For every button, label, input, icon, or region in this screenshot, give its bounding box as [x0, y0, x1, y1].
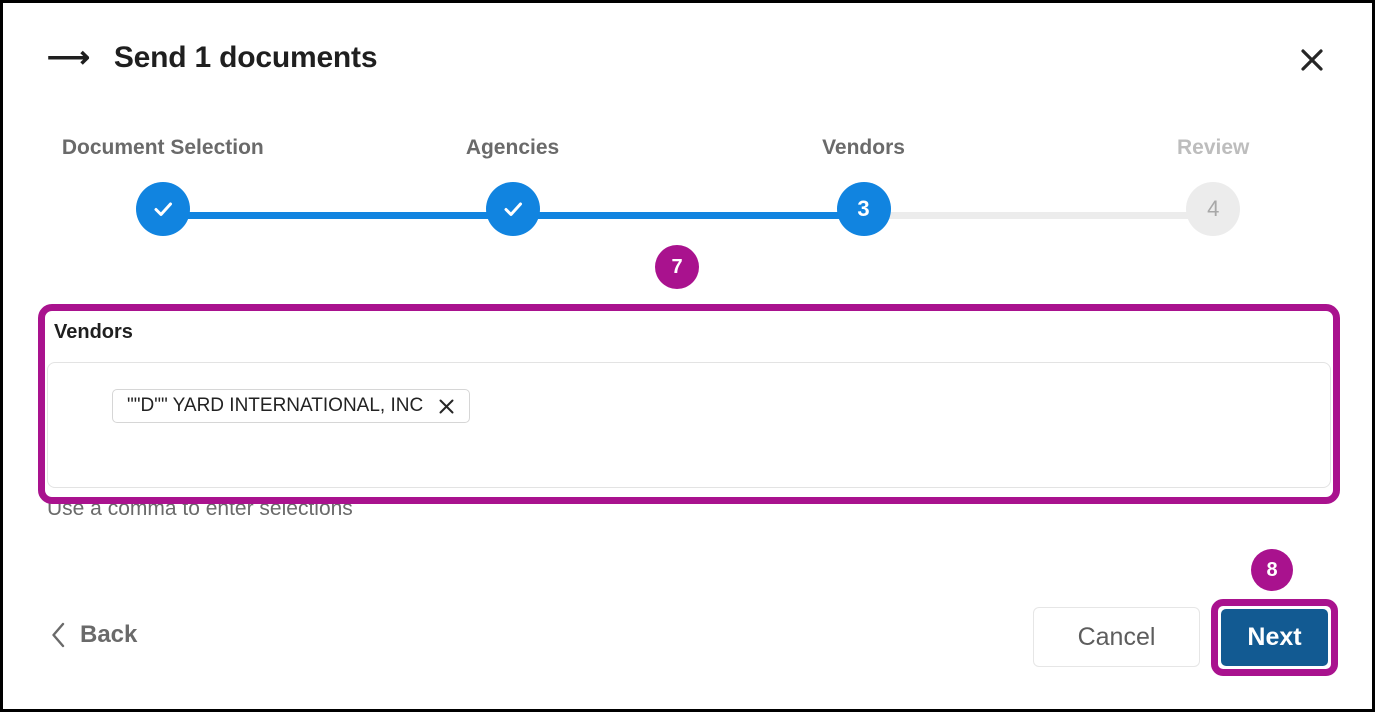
annotation-badge-7: 7 — [655, 245, 699, 289]
step-label-document-selection: Document Selection — [61, 136, 264, 159]
vendors-label: Vendors — [54, 321, 133, 343]
step-node-agencies[interactable] — [485, 182, 540, 236]
stepper-track — [163, 212, 1213, 219]
step-node-review[interactable]: 4 — [1186, 182, 1241, 236]
vendor-chip[interactable]: ""D"" YARD INTERNATIONAL, INC — [112, 389, 471, 423]
step-label-vendors: Vendors — [822, 136, 905, 159]
step-node-vendors[interactable]: 3 — [836, 182, 891, 236]
close-icon — [1298, 46, 1326, 74]
vendors-tag-input[interactable]: ""D"" YARD INTERNATIONAL, INC — [47, 362, 1331, 488]
step-node-document-selection[interactable] — [135, 182, 190, 236]
check-icon — [500, 196, 526, 222]
back-button-label: Back — [80, 621, 138, 648]
vendor-chip-label: ""D"" YARD INTERNATIONAL, INC — [127, 395, 424, 416]
chevron-left-icon — [50, 621, 67, 649]
step-label-agencies: Agencies — [465, 136, 560, 159]
close-button[interactable] — [1292, 40, 1332, 80]
cancel-button[interactable]: Cancel — [1033, 607, 1200, 667]
arrow-right-icon: ⟶ — [47, 41, 90, 74]
annotation-highlight-next: Next — [1211, 599, 1338, 676]
check-icon — [150, 196, 176, 222]
dialog-title: ⟶ Send 1 documents — [47, 41, 378, 75]
stepper-labels: Document Selection Agencies Vendors Revi… — [38, 136, 1338, 170]
back-button[interactable]: Back — [50, 621, 137, 649]
vendors-field-group: Vendors ""D"" YARD INTERNATIONAL, INC — [38, 304, 1340, 504]
annotation-badge-8: 8 — [1251, 549, 1293, 591]
page-title: Send 1 documents — [113, 41, 378, 74]
chip-remove-icon[interactable] — [437, 397, 456, 416]
vendors-helper-text: Use a comma to enter selections — [47, 497, 353, 520]
step-label-review: Review — [1177, 136, 1250, 159]
progress-stepper: Document Selection Agencies Vendors Revi… — [38, 136, 1338, 246]
next-button[interactable]: Next — [1221, 609, 1328, 666]
